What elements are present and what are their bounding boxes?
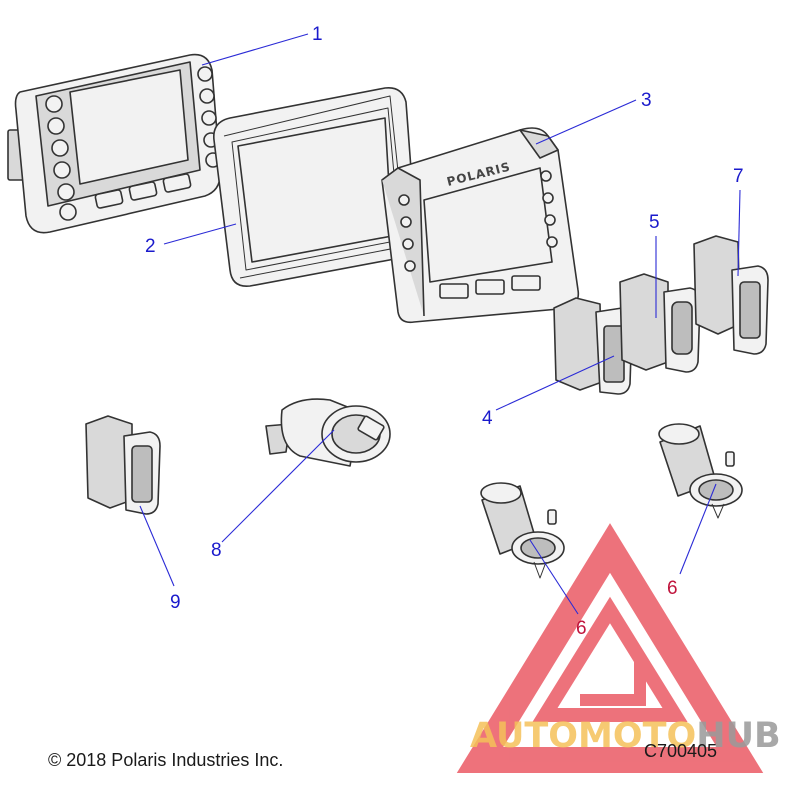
leader-4 [495, 355, 615, 411]
callout-6-right: 6 [667, 578, 678, 599]
leader-2 [163, 223, 237, 245]
callout-9: 9 [170, 592, 181, 613]
callout-2: 2 [145, 236, 156, 257]
callout-6-left: 6 [576, 618, 587, 639]
watermark-logo [456, 523, 764, 773]
bezel-buttons-right [540, 170, 558, 248]
part-6-socket-left [480, 482, 565, 579]
leader-lines [139, 33, 741, 615]
watermark-text-part1: AUTOMOTO [470, 716, 697, 756]
part-7-switch [693, 235, 769, 355]
callout-labels: 1 2 3 4 5 6 6 7 8 9 [145, 24, 744, 639]
part-5-switch [619, 273, 701, 373]
display-buttons-left [45, 95, 77, 221]
bezel-buttons-left [398, 194, 416, 272]
display-buttons-right [197, 66, 221, 168]
part-6-socket-right [658, 423, 743, 519]
leader-6b [679, 483, 717, 575]
leader-3 [535, 99, 637, 145]
part-8-round-switch [265, 398, 391, 467]
watermark-text-part2: HUB [696, 716, 781, 756]
leader-6a [529, 539, 579, 615]
leader-1 [201, 33, 309, 66]
part-3-bezel: POLARIS [381, 127, 580, 324]
leader-8 [221, 429, 335, 543]
callout-8: 8 [211, 540, 222, 561]
callout-3: 3 [641, 90, 652, 111]
diagram-code: C700405 [644, 741, 718, 761]
leader-7 [737, 189, 741, 277]
copyright-notice: © 2018 Polaris Industries Inc. [48, 750, 284, 770]
callout-4: 4 [482, 408, 493, 429]
part-2-gasket [213, 86, 417, 287]
callout-7: 7 [733, 166, 744, 187]
callout-5: 5 [649, 212, 660, 233]
callout-1: 1 [312, 24, 323, 45]
part-1-display [7, 53, 222, 234]
watermark-text: AUTOMOTOHUB [470, 716, 781, 756]
leader-9 [139, 505, 175, 587]
part-9-switch [85, 415, 161, 515]
